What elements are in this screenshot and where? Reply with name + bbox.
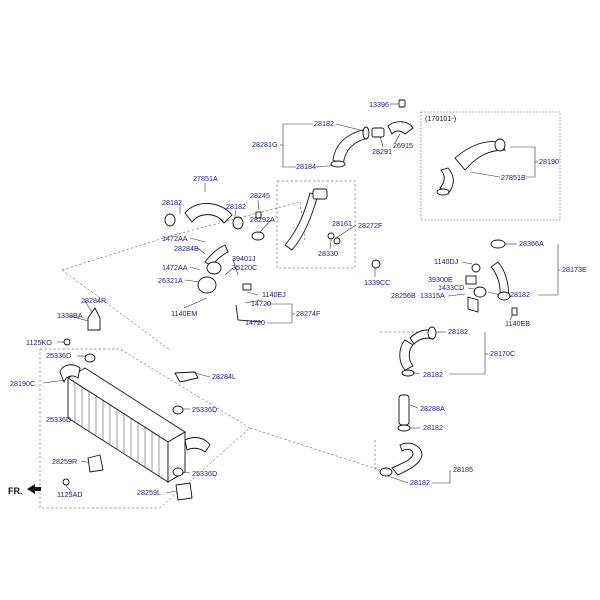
assembly-outlines — [39, 111, 561, 509]
label-26915: 26915 — [393, 141, 413, 150]
label-28245: 28245 — [250, 191, 270, 200]
leader-lines — [42, 103, 560, 494]
label-39401J: 39401J — [232, 254, 256, 263]
label-28284B: 28284B — [174, 244, 199, 253]
label-28281G: 28281G — [252, 140, 278, 149]
label-28366A: 28366A — [519, 239, 544, 248]
label-14720-b: 14720 — [245, 318, 265, 327]
label-28259R: 28259R — [52, 457, 77, 466]
label-27851A: 27851A — [193, 174, 218, 183]
label-170101: (170101-) — [425, 114, 456, 123]
label-1140EB: 1140EB — [505, 319, 530, 328]
label-28274F: 28274F — [296, 309, 321, 318]
label-28182-right-a: 28182 — [510, 290, 530, 299]
label-28284R: 28284R — [81, 296, 106, 305]
label-1339CC: 1339CC — [364, 278, 390, 287]
label-25336D-d: 25336D — [192, 469, 217, 478]
label-28330: 28330 — [318, 249, 338, 258]
label-1140DJ: 1140DJ — [434, 257, 459, 266]
part-drawings — [59, 99, 518, 501]
label-1338BA: 1338BA — [57, 311, 83, 320]
label-1140EJ: 1140EJ — [262, 290, 286, 299]
intercooler — [59, 364, 211, 483]
label-28170C: 28170C — [490, 349, 515, 358]
label-28291: 28291 — [372, 147, 392, 156]
label-28182-right-b: 28182 — [448, 327, 468, 336]
label-28184: 28184 — [296, 162, 316, 171]
label-28272F: 28272F — [358, 221, 383, 230]
label-28256B: 28256B — [391, 291, 416, 300]
label-28259L: 28259L — [137, 488, 161, 497]
label-26321A: 26321A — [158, 276, 183, 285]
label-1125KO: 1125KO — [26, 338, 52, 347]
label-28190: 28190 — [539, 157, 559, 166]
label-25336D-a: 25336D — [46, 351, 71, 360]
label-27851B: 27851B — [501, 173, 526, 182]
label-25336D-b: 25336D — [192, 405, 217, 414]
label-28288A: 28288A — [420, 404, 445, 413]
label-28182-right-c: 28182 — [423, 370, 443, 379]
label-1472AA-a: 1472AA — [162, 234, 188, 243]
label-25336D-c: 25336D — [46, 415, 71, 424]
label-28292A: 28292A — [250, 215, 275, 224]
label-28182-right-e: 28182 — [410, 478, 430, 487]
label-28284L: 28284L — [212, 372, 236, 381]
label-13315A: 13315A — [420, 291, 445, 300]
part-labels: 13396 (170101-) 28182 28281G 28184 28291… — [10, 100, 587, 499]
label-28161: 28161 — [332, 219, 352, 228]
label-35120C: 35120C — [232, 263, 257, 272]
label-1140EM: 1140EM — [171, 309, 197, 318]
label-1433CD: 1433CD — [438, 283, 464, 292]
label-28185: 28185 — [453, 465, 473, 474]
front-arrow-icon — [27, 484, 41, 494]
front-direction-indicator: FR. — [8, 484, 41, 496]
label-1472AA-b: 1472AA — [162, 263, 188, 272]
label-28182-top: 28182 — [314, 119, 334, 128]
front-direction-label: FR. — [8, 486, 23, 496]
label-28182-left-a: 28182 — [162, 198, 182, 207]
label-39300E: 39300E — [428, 275, 453, 284]
label-28190C: 28190C — [10, 379, 35, 388]
label-1125AD: 1125AD — [57, 490, 82, 499]
label-28182-left-b: 28182 — [226, 202, 246, 211]
label-13396: 13396 — [369, 100, 389, 109]
label-28182-right-d: 28182 — [423, 423, 443, 432]
label-14720-a: 14720 — [251, 299, 271, 308]
label-28173E: 28173E — [562, 265, 587, 274]
